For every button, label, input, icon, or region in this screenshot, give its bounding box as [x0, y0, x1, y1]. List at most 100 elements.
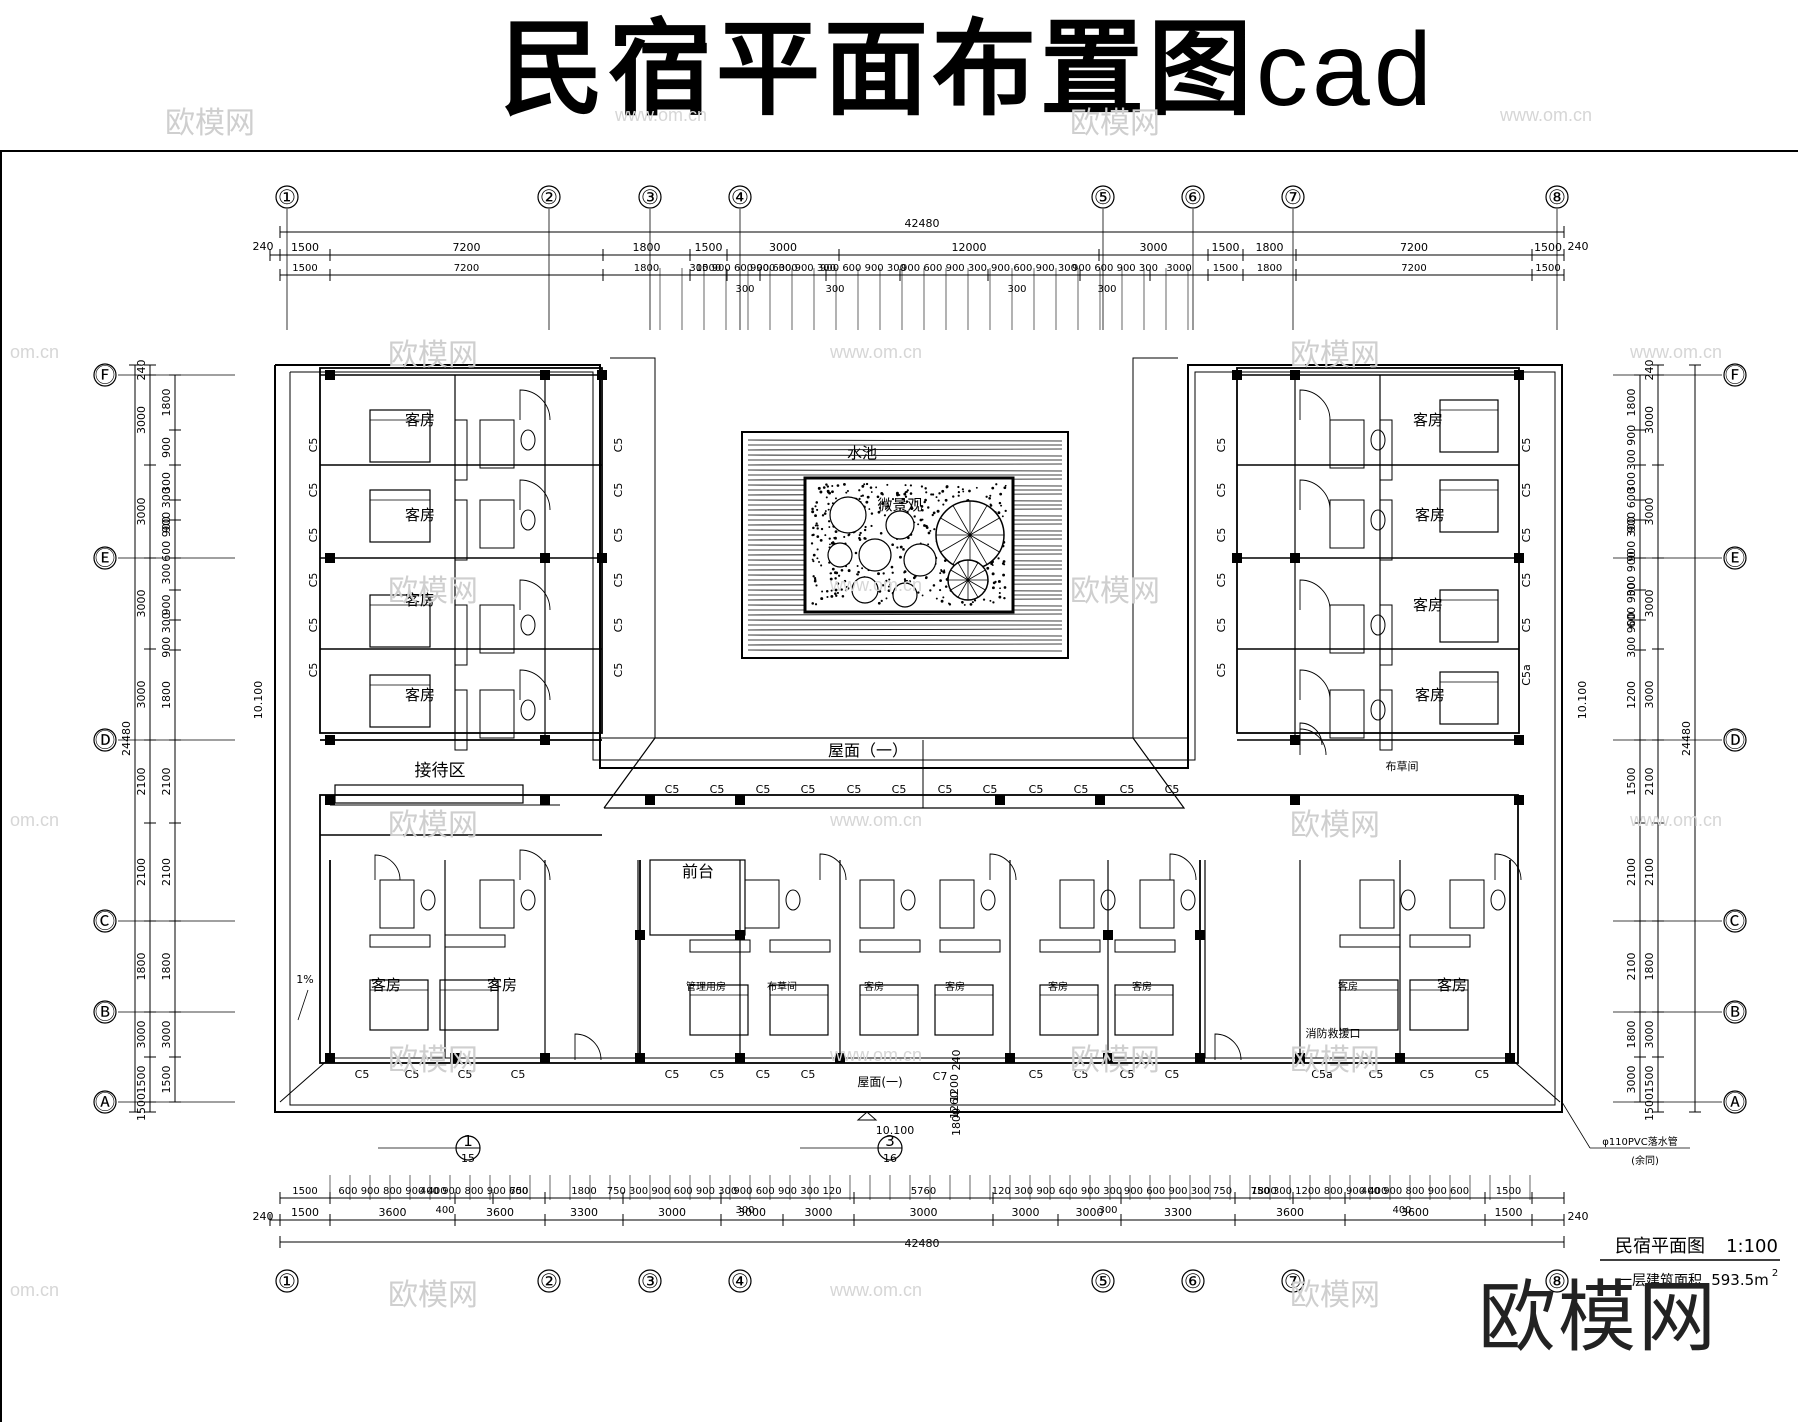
landscape-dot: [904, 484, 907, 487]
landscape-dot: [840, 588, 843, 591]
door-swing: [1214, 1033, 1242, 1061]
landscape-dot: [879, 531, 883, 535]
landscape-dot: [870, 491, 873, 493]
bed-west: [369, 489, 431, 543]
column: [540, 370, 550, 380]
landscape-dot: [904, 491, 907, 494]
landscape-dot: [835, 594, 838, 597]
landscape-dot: [881, 584, 885, 587]
pool-hatch-line: [747, 643, 1063, 646]
bathtub: [479, 499, 515, 549]
dim-left-inner-text: 900 300: [160, 487, 173, 533]
pool-hatch-line: [747, 439, 1063, 442]
window-tag-c5: C5: [355, 1068, 370, 1081]
wardrobe: [1409, 934, 1471, 948]
landscape-dot: [815, 501, 819, 504]
bathtub: [479, 689, 515, 739]
landscape-dot: [812, 560, 815, 563]
tree-branch: [967, 579, 979, 598]
door-swing: [519, 849, 551, 881]
wardrobe: [1379, 499, 1393, 561]
landscape-dot: [891, 498, 895, 501]
drain-leader: [1561, 1101, 1591, 1149]
room-label-guest: 客房: [1415, 506, 1445, 524]
landscape-dot: [825, 589, 829, 593]
dim-bottom-row2-text: 3300: [570, 1206, 598, 1219]
landscape-dot: [824, 510, 827, 513]
room-label-guest-small: 客房: [1132, 980, 1152, 993]
landscape-dot: [938, 492, 941, 495]
dim-top-row1-text: 1500: [1534, 241, 1562, 254]
landscape-dot: [998, 595, 1002, 599]
dim-top-row2-text: 1800: [634, 263, 659, 274]
axis-label-6: ⑥: [1184, 1269, 1202, 1293]
dim-bottom-row2-text: 3000: [738, 1206, 766, 1219]
landscape-dot: [942, 570, 946, 574]
window-tag-c5: C5: [1165, 1068, 1180, 1081]
landscape-dot: [1001, 562, 1005, 565]
dim-top-row2-text: 900 600 900 300: [1072, 263, 1158, 274]
dim-bottom-row2-text: 3000: [910, 1206, 938, 1219]
window-tag-c5: C5: [612, 438, 625, 453]
caption-area-label: 一层建筑面积: [1618, 1273, 1702, 1289]
landscape-dot: [971, 601, 974, 604]
landscape-dot: [886, 483, 889, 486]
room-label-guest-small: 客房: [864, 980, 884, 993]
door-swing: [519, 479, 551, 511]
axis-bubble-left: [93, 728, 117, 752]
column: [540, 735, 550, 745]
wardrobe: [369, 934, 431, 948]
column: [1395, 1053, 1405, 1063]
landscape-dot: [819, 538, 823, 542]
room-label-manager: 管理用房: [686, 980, 726, 993]
landscape-dot: [999, 492, 1003, 496]
dim-left-inner-text: 900: [160, 595, 173, 616]
axis-label-4: ④: [731, 1269, 749, 1293]
landscape-dot: [939, 572, 942, 575]
axis-label-8: ⑧: [1548, 1269, 1566, 1293]
dim-left-outer-text: 3000: [135, 681, 148, 709]
window-tag-c5: C5: [612, 483, 625, 498]
door-swing: [989, 853, 1017, 881]
landscape-dot: [877, 510, 881, 514]
bed-south: [689, 984, 749, 1036]
door-swing: [1299, 479, 1331, 511]
dim-bottom-small: 300: [1098, 1205, 1117, 1216]
axis-label-Ⓕ: Ⓕ: [1725, 363, 1745, 387]
dim-top-row2-text: 900 600 900 300: [901, 263, 987, 274]
axis-label-3: ③: [641, 1269, 659, 1293]
door-swing: [374, 854, 401, 881]
toilet: [520, 889, 536, 911]
landscape-dot: [816, 548, 819, 551]
landscape-dot: [968, 489, 971, 493]
dim-bottom-row1-text: 400 900 800 900 600: [1361, 1186, 1469, 1197]
axis-label-1: ①: [278, 1269, 296, 1293]
dim-top-row2-text: 900 600 900 300: [820, 263, 906, 274]
landscape-dot: [909, 484, 913, 487]
pool-hatch-line: [747, 649, 1063, 652]
landscape-dot: [992, 601, 995, 604]
wardrobe: [444, 934, 506, 948]
landscape-dot: [904, 495, 908, 498]
landscape-dot: [998, 591, 1001, 595]
dimension-lines: [93, 185, 1747, 1293]
dim-right-outer-text: 1800: [1643, 953, 1656, 981]
landscape-dot: [880, 599, 883, 602]
landscape-dot: [882, 572, 885, 575]
dim-right-inner-text: 3000: [1625, 1066, 1638, 1094]
dim-top-row2-text: 7200: [454, 263, 479, 274]
landscape-dot: [901, 497, 905, 501]
pool-hatch-line: [747, 454, 1063, 457]
bed-east: [1439, 399, 1499, 453]
column: [1103, 930, 1113, 940]
landscape-dot: [989, 504, 993, 507]
dim-left-outer-text: 2100: [135, 858, 148, 886]
tree-branch: [957, 562, 969, 581]
window-tag-c5: C5: [612, 528, 625, 543]
axis-label-Ⓓ: Ⓓ: [1725, 728, 1745, 752]
axis-bubble-left: [93, 546, 117, 570]
landscape-dot: [834, 577, 837, 580]
landscape-dot: [814, 524, 817, 527]
dim-right-outer-text: 3000: [1643, 406, 1656, 434]
watermark-logo: 欧模网: [1070, 106, 1160, 141]
